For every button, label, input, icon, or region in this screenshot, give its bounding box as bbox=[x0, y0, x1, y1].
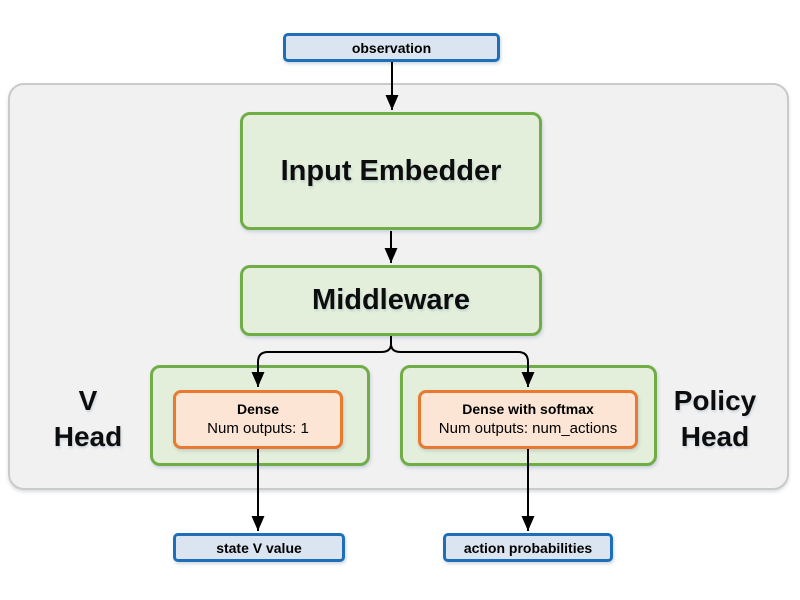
observation-label: observation bbox=[351, 39, 432, 56]
v-head-dense-subtitle: Num outputs: 1 bbox=[207, 419, 309, 437]
state-v-value-node: state V value bbox=[173, 533, 345, 562]
input-embedder-label: Input Embedder bbox=[280, 154, 502, 187]
action-probabilities-label: action probabilities bbox=[463, 539, 593, 556]
middleware-node: Middleware bbox=[240, 265, 542, 336]
policy-head-dense-title: Dense with softmax bbox=[462, 400, 594, 417]
state-v-value-label: state V value bbox=[216, 539, 302, 556]
action-probabilities-node: action probabilities bbox=[443, 533, 613, 562]
policy-head-dense-node: Dense with softmax Num outputs: num_acti… bbox=[418, 390, 638, 449]
v-head-dense-title: Dense bbox=[236, 400, 280, 417]
input-embedder-node: Input Embedder bbox=[240, 112, 542, 230]
v-head-dense-node: Dense Num outputs: 1 bbox=[173, 390, 343, 449]
middleware-label: Middleware bbox=[312, 284, 470, 316]
policy-head-dense-subtitle: Num outputs: num_actions bbox=[438, 419, 618, 437]
observation-node: observation bbox=[283, 33, 500, 62]
v-head-label: V Head bbox=[53, 385, 123, 452]
policy-head-label: Policy Head bbox=[673, 385, 757, 452]
